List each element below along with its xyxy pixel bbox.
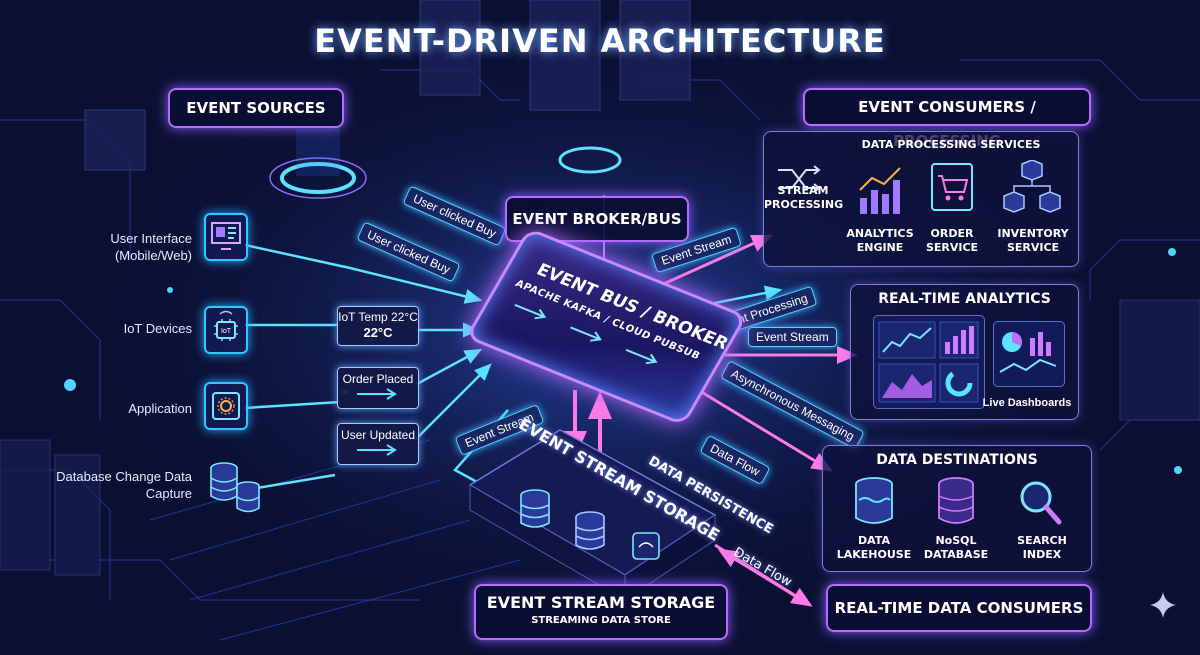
live-dashboard-icon: [999, 332, 1057, 373]
real-time-data-consumers-box: REAL-TIME DATA CONSUMERS: [826, 584, 1092, 632]
lakehouse-icon: [851, 476, 897, 528]
iot-event-label: IoT Temp 22°C: [338, 310, 418, 324]
service-label-order: ORDER SERVICE: [925, 227, 979, 254]
nosql-icon: [933, 476, 979, 528]
order-event-tag: Order Placed: [337, 367, 419, 409]
dashboard-screen: [873, 315, 985, 409]
database-icon: [204, 460, 264, 516]
event-bus-broker: EVENT BUS / BROKER APACHE KAFKA / CLOUD …: [465, 227, 748, 427]
source-label-application: Application: [128, 401, 192, 416]
iot-event-value: 22°C: [363, 325, 393, 340]
arrow-icon: [357, 444, 397, 456]
storage-title: EVENT STREAM STORAGE: [486, 593, 716, 612]
real-time-analytics-panel: REAL-TIME ANALYTICS Live Dashboards: [850, 284, 1079, 420]
analytics-title: REAL-TIME ANALYTICS: [878, 291, 1051, 307]
service-label-analytics: ANALYTICS ENGINE: [846, 227, 914, 254]
cart-icon: [930, 162, 974, 214]
source-label-database: Database Change Data Capture: [56, 469, 192, 501]
dashboard-charts-icon: [878, 321, 979, 403]
data-processing-panel: DATA PROCESSING SERVICES STREAM PROCESSI…: [763, 131, 1079, 267]
sparkle-icon: [1148, 590, 1178, 620]
event-stream-storage-box: EVENT STREAM STORAGE STREAMING DATA STOR…: [474, 584, 728, 640]
user-event-tag: User Updated: [337, 423, 419, 465]
destination-label-lakehouse: DATA LAKEHOUSE: [836, 534, 912, 561]
source-label-iot: IoT Devices: [123, 321, 192, 336]
destination-label-search: SEARCH INDEX: [1017, 534, 1067, 561]
live-dashboard-monitor: [993, 321, 1065, 387]
destination-label-nosql: NoSQL DATABASE: [923, 534, 989, 561]
live-dashboards-label: Live Dashboards: [982, 397, 1072, 409]
boxes-icon: [1000, 159, 1064, 218]
broker-arrows-icon: [514, 304, 658, 365]
storage-subtitle: STREAMING DATA STORE: [531, 615, 671, 626]
app-gear-icon: [204, 382, 248, 430]
flow-label-event-stream-2: Event Stream: [748, 327, 837, 347]
arrow-icon: [357, 388, 397, 400]
bar-chart-icon: [854, 162, 908, 218]
destinations-title: DATA DESTINATIONS: [876, 452, 1038, 468]
svg-text:IoT: IoT: [221, 328, 232, 335]
source-label-ui: User Interface (Mobile/Web): [110, 231, 192, 263]
processing-title: DATA PROCESSING SERVICES: [861, 138, 1041, 151]
monitor-icon: [204, 213, 248, 261]
data-destinations-panel: DATA DESTINATIONS DATA LAKEHOUSE NoSQL D…: [822, 445, 1092, 572]
event-sources-header: EVENT SOURCES: [168, 88, 344, 128]
iot-chip-icon: IoT: [204, 306, 248, 354]
order-event-label: Order Placed: [342, 372, 414, 386]
user-event-label: User Updated: [340, 428, 416, 442]
magnifier-icon: [1017, 478, 1063, 528]
storage-databases-icon: [505, 485, 705, 575]
service-label-inventory: INVENTORY SERVICE: [997, 227, 1069, 254]
service-label-stream: STREAM PROCESSING: [764, 184, 844, 211]
page-title: EVENT-DRIVEN ARCHITECTURE: [314, 22, 886, 60]
event-consumers-header: EVENT CONSUMERS / PROCESSING: [803, 88, 1091, 150]
shuffle-icon: [774, 162, 824, 198]
iot-event-tag: IoT Temp 22°C 22°C: [337, 306, 419, 346]
